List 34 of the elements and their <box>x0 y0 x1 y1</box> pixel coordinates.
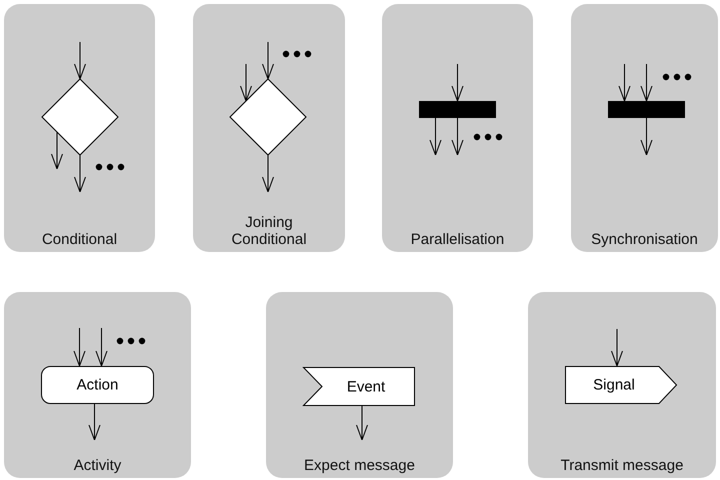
panel-caption: Joining Conditional <box>230 214 308 248</box>
arrow <box>240 64 252 102</box>
arrow <box>262 42 274 80</box>
arrow <box>356 406 368 440</box>
arrow <box>51 132 63 170</box>
shape-label: Signal <box>593 376 636 394</box>
panel-card <box>193 4 345 252</box>
arrow <box>74 154 86 192</box>
panel-card <box>571 4 718 252</box>
panel-caption: Transmit message <box>560 457 684 474</box>
panel-caption: Conditional <box>42 231 118 248</box>
arrow <box>640 118 652 156</box>
panel-card <box>4 292 191 478</box>
arrow <box>452 64 464 102</box>
panel-caption: Activity <box>74 457 122 474</box>
arrow <box>74 328 86 366</box>
panel-caption: Synchronisation <box>591 231 698 248</box>
arrow <box>452 118 464 156</box>
arrow <box>96 328 108 366</box>
panel-caption: Parallelisation <box>410 231 504 248</box>
panel-card <box>528 292 716 478</box>
panel-card <box>266 292 453 478</box>
panel-card <box>4 4 155 252</box>
arrow <box>88 404 100 440</box>
arrow <box>74 42 86 80</box>
panel-caption: Expect message <box>304 457 415 474</box>
arrow <box>430 118 442 156</box>
arrow <box>640 64 652 102</box>
shape-label: Action <box>76 376 118 394</box>
arrow <box>262 154 274 192</box>
shape-label: Event <box>346 378 386 395</box>
arrow <box>611 328 623 366</box>
panel-card <box>382 4 533 252</box>
arrow <box>618 64 630 102</box>
